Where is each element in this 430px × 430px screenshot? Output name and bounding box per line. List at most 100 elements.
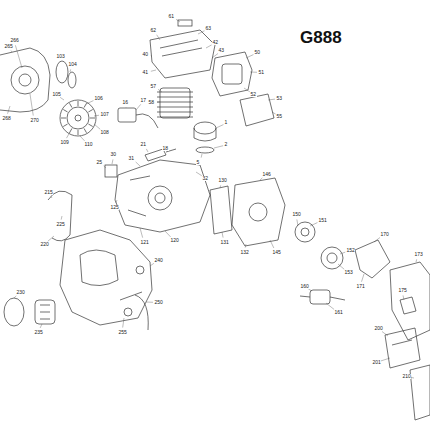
callout-number: 150 bbox=[292, 212, 301, 217]
leader-line bbox=[112, 159, 114, 164]
crankcase bbox=[115, 160, 210, 232]
leader-line bbox=[70, 69, 72, 72]
starter-recess bbox=[11, 66, 39, 94]
leader-line bbox=[245, 244, 247, 248]
callout-number: 17 bbox=[140, 98, 147, 103]
leader-line bbox=[146, 149, 148, 152]
leader-line bbox=[157, 35, 160, 40]
flywheel bbox=[60, 100, 96, 136]
leader-line bbox=[196, 172, 202, 176]
oil-cap bbox=[124, 308, 132, 316]
callout-number: 146 bbox=[262, 172, 271, 177]
callout-number: 121 bbox=[140, 240, 149, 245]
flywheel-hub bbox=[75, 115, 81, 121]
callout-number: 2 bbox=[224, 142, 228, 147]
starter-pulley bbox=[56, 61, 68, 83]
handle-grip bbox=[80, 250, 118, 286]
clutch-hub bbox=[301, 228, 309, 236]
leader-line bbox=[212, 54, 218, 59]
callout-number: 43 bbox=[218, 48, 225, 53]
leader-line bbox=[94, 124, 100, 129]
leader-line bbox=[214, 146, 223, 148]
starter-housing bbox=[0, 48, 50, 112]
callout-number: 31 bbox=[128, 156, 135, 161]
leader-line bbox=[165, 231, 171, 237]
leader-line bbox=[94, 115, 99, 117]
leader-line bbox=[136, 162, 140, 166]
ignition-lead bbox=[136, 114, 158, 128]
callout-number: 61 bbox=[168, 14, 175, 19]
leader-line bbox=[250, 72, 257, 73]
leader-line bbox=[246, 55, 253, 58]
callout-number: 32 bbox=[202, 176, 209, 181]
callout-number: 151 bbox=[318, 218, 327, 223]
leader-line bbox=[126, 107, 127, 109]
callout-number: 108 bbox=[100, 130, 109, 135]
cylinder-fins bbox=[157, 92, 193, 117]
leader-line bbox=[146, 302, 153, 303]
leader-line bbox=[216, 125, 223, 128]
leader-line bbox=[403, 295, 405, 300]
callout-number: 266 bbox=[10, 38, 19, 43]
leader-line bbox=[268, 99, 275, 101]
leader-line bbox=[136, 104, 141, 110]
leader-line bbox=[66, 132, 70, 138]
callout-number: 265 bbox=[4, 44, 13, 49]
leader-line bbox=[297, 219, 298, 226]
callout-number: 25 bbox=[96, 160, 103, 165]
leader-line bbox=[222, 232, 223, 238]
crankshaft bbox=[155, 193, 165, 203]
callout-number: 125 bbox=[110, 205, 119, 210]
model-title: G888 bbox=[300, 28, 342, 48]
ignition-coil bbox=[118, 108, 136, 122]
filter-cover bbox=[4, 298, 24, 326]
leader-line bbox=[176, 19, 180, 22]
callout-number: 170 bbox=[380, 232, 389, 237]
leader-line bbox=[11, 51, 12, 52]
callout-number: 201 bbox=[372, 360, 381, 365]
piston bbox=[194, 122, 216, 134]
tank-rib bbox=[120, 292, 142, 300]
callout-number: 16 bbox=[122, 100, 129, 105]
callout-number: 131 bbox=[220, 240, 229, 245]
callout-number: 235 bbox=[34, 330, 43, 335]
callout-number: 215 bbox=[44, 190, 53, 195]
callout-number: 220 bbox=[40, 242, 49, 247]
callout-number: 109 bbox=[60, 140, 69, 145]
callout-number: 200 bbox=[374, 326, 383, 331]
leader-line bbox=[308, 289, 312, 291]
callout-number: 52 bbox=[250, 92, 257, 97]
callout-number: 58 bbox=[148, 100, 155, 105]
callout-number: 225 bbox=[56, 222, 65, 227]
bar-plate bbox=[385, 328, 420, 368]
callout-number: 62 bbox=[150, 28, 157, 33]
callout-number: 103 bbox=[56, 54, 65, 59]
cover-ribs bbox=[160, 40, 202, 56]
leader-line bbox=[30, 94, 33, 116]
leader-line bbox=[374, 238, 380, 243]
leader-line bbox=[340, 252, 345, 254]
callout-number: 107 bbox=[100, 112, 109, 117]
callout-number: 161 bbox=[334, 310, 343, 315]
leader-line bbox=[40, 324, 42, 328]
piston-ring bbox=[196, 147, 214, 153]
callout-number: 153 bbox=[344, 270, 353, 275]
callout-number: 51 bbox=[258, 70, 265, 75]
callout-number: 63 bbox=[205, 26, 212, 31]
leader-line bbox=[382, 332, 388, 337]
callout-number: 5 bbox=[196, 160, 200, 165]
leader-line bbox=[338, 264, 344, 269]
leader-line bbox=[198, 31, 205, 34]
filter-ribs bbox=[40, 305, 50, 319]
leader-line bbox=[15, 45, 22, 68]
leader-line bbox=[48, 236, 54, 241]
leader-line bbox=[80, 136, 85, 141]
bar-clamp bbox=[410, 365, 430, 420]
callout-number: 270 bbox=[30, 118, 39, 123]
callout-number: 30 bbox=[110, 152, 117, 157]
leader-line bbox=[51, 197, 52, 198]
callout-number: 104 bbox=[68, 62, 77, 67]
top-cover bbox=[150, 30, 215, 78]
air-filter bbox=[222, 64, 242, 84]
